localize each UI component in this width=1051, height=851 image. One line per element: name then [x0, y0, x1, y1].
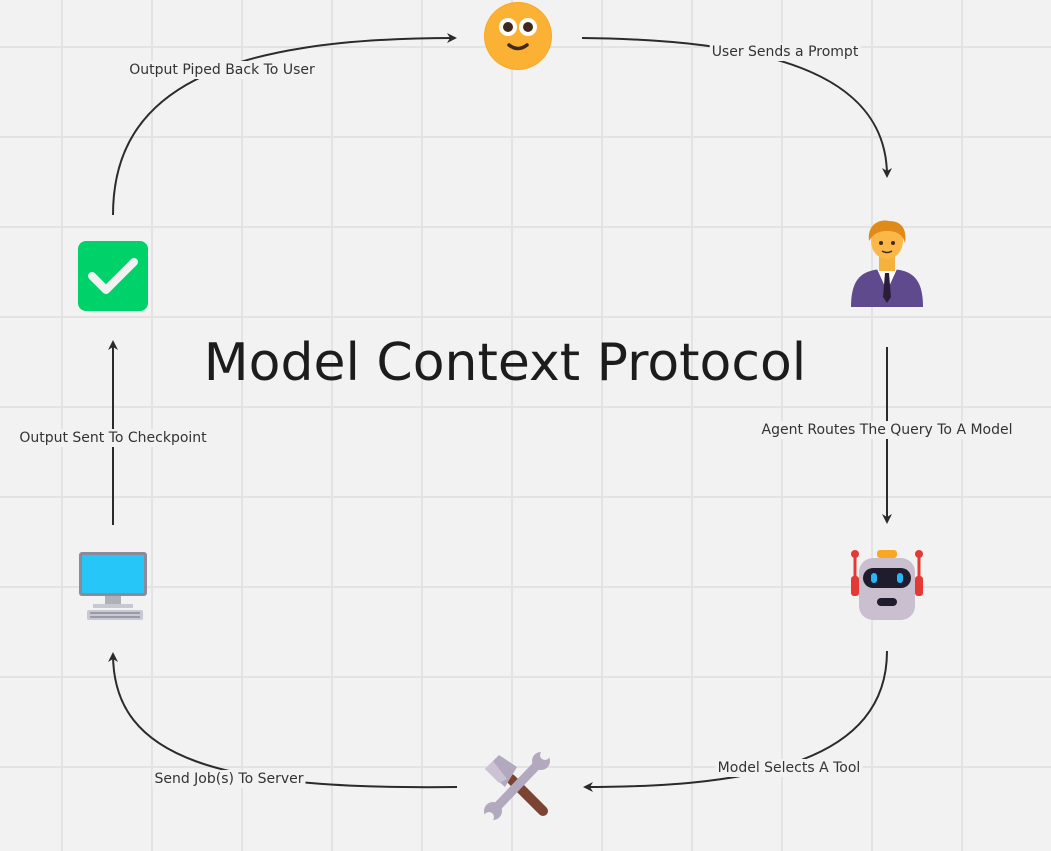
hammer-and-wrench-icon[interactable] [481, 749, 553, 825]
edge-user-to-agent[interactable] [581, 37, 892, 178]
edge-label-user-sends-prompt: User Sends a Prompt [709, 43, 861, 61]
edge-label-send-jobs: Send Job(s) To Server [152, 770, 306, 788]
edge-label-agent-routes: Agent Routes The Query To A Model [759, 421, 1015, 439]
desktop-computer-icon[interactable] [77, 550, 149, 626]
diagram-title: Model Context Protocol [203, 333, 807, 393]
edge-label-model-selects-tool: Model Selects A Tool [715, 759, 863, 777]
edge-tools-to-server[interactable] [108, 652, 458, 789]
edge-label-output-piped-back: Output Piped Back To User [127, 61, 317, 79]
robot-icon[interactable] [849, 548, 925, 628]
edge-label-output-to-checkpoint: Output Sent To Checkpoint [17, 429, 209, 447]
edge-checkpoint-to-user[interactable] [112, 33, 457, 216]
check-mark-icon[interactable] [78, 241, 148, 315]
smiley-face-icon[interactable] [482, 0, 554, 76]
businessman-icon[interactable] [847, 217, 927, 313]
